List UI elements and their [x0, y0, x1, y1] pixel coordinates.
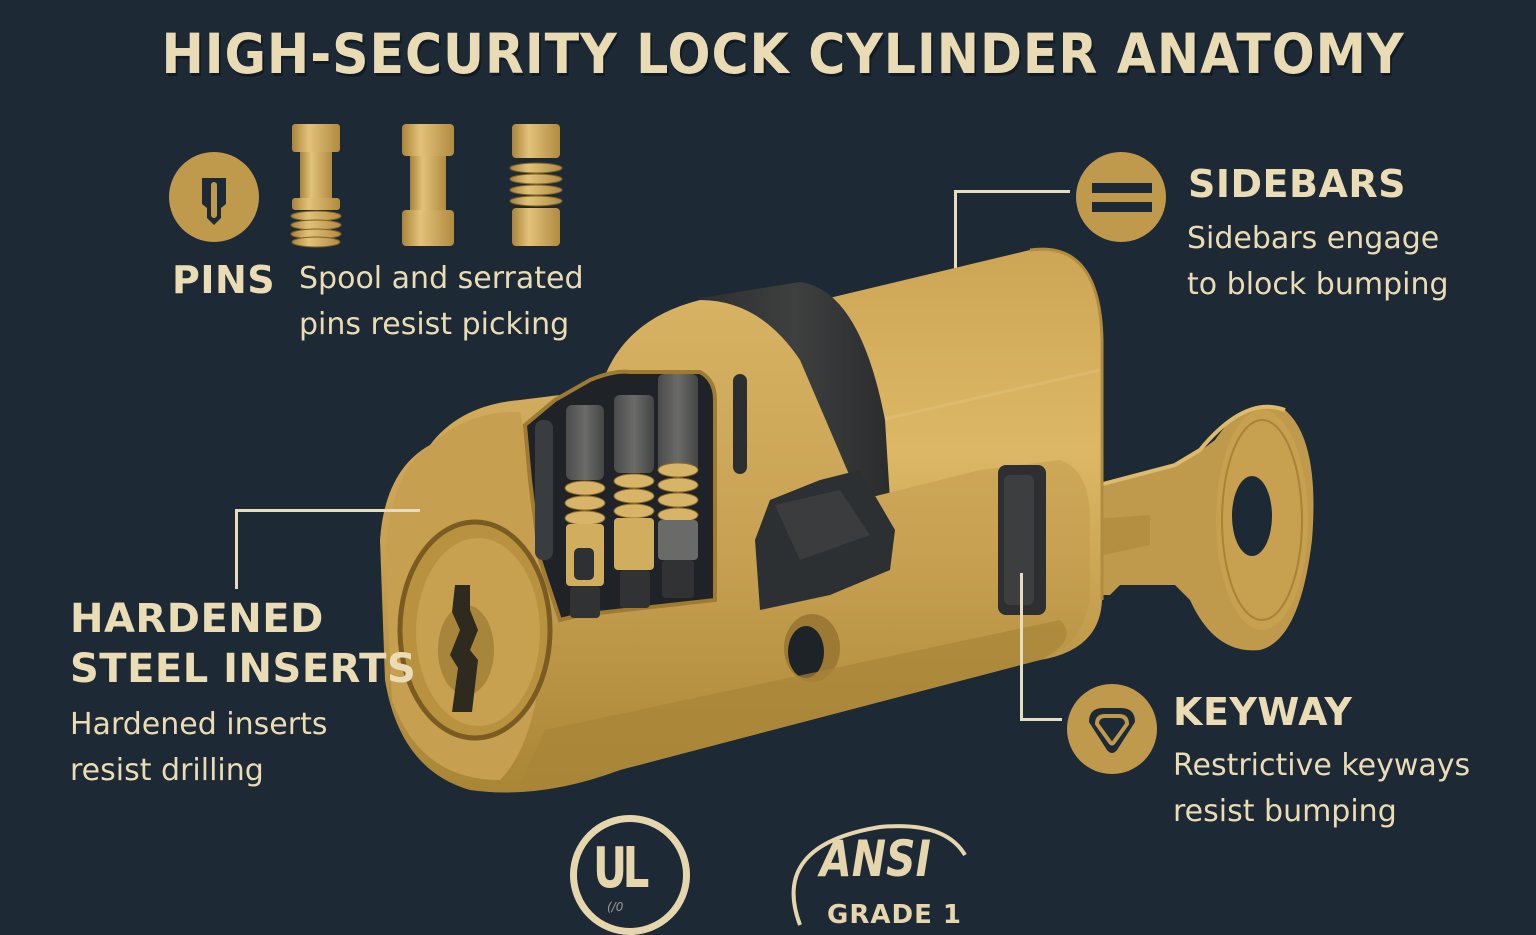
ul-badge-small-text: (/0 — [607, 900, 624, 914]
key — [1079, 404, 1314, 651]
pins-description-line1: Spool and serrated — [299, 261, 584, 296]
keyway-connector-line-vertical — [1020, 573, 1023, 721]
spool-pin-illustration — [290, 124, 342, 248]
keyway-connector-line — [1020, 718, 1062, 721]
keyway-heading: KEYWAY — [1173, 690, 1353, 734]
sidebars-description-line1: Sidebars engage — [1187, 221, 1440, 256]
pins-description-line2: pins resist picking — [299, 307, 570, 342]
sidebars-heading: SIDEBARS — [1188, 162, 1407, 206]
keyway-description-line1: Restrictive keyways — [1173, 748, 1471, 783]
inserts-heading-line2: STEEL INSERTS — [70, 646, 417, 692]
pin-stack-2 — [613, 395, 655, 608]
page-title: HIGH-SECURITY LOCK CYLINDER ANATOMY — [161, 22, 1405, 86]
inserts-description-line1: Hardened inserts — [70, 707, 328, 742]
standard-pin-illustration — [402, 124, 454, 246]
sidebars-connector-line-vertical — [954, 190, 957, 288]
pins-heading: PINS — [172, 258, 276, 302]
keyhole-icon — [169, 152, 259, 242]
ul-certification-badge: UL (/0 — [570, 815, 690, 935]
sidebars-description-line2: to block bumping — [1187, 267, 1449, 302]
equals-bars-icon — [1076, 152, 1166, 242]
inserts-description-line2: resist drilling — [70, 753, 264, 788]
ansi-badge-text: ANSI — [820, 830, 931, 888]
ansi-badge-ring — [791, 824, 967, 926]
inserts-heading-line1: HARDENED — [70, 596, 324, 642]
ul-badge-text: UL — [593, 836, 649, 901]
sidebars-connector-line — [954, 190, 1070, 193]
pin-stack-1 — [564, 405, 606, 618]
inserts-connector-line — [235, 509, 420, 512]
inserts-connector-line-vertical — [235, 509, 238, 589]
pin-stack-3 — [657, 374, 699, 598]
shield-heart-icon — [1067, 684, 1157, 774]
serrated-pin-illustration — [509, 124, 563, 246]
keyway-description-line2: resist bumping — [1173, 794, 1397, 829]
ansi-grade-text: GRADE 1 — [827, 900, 962, 930]
